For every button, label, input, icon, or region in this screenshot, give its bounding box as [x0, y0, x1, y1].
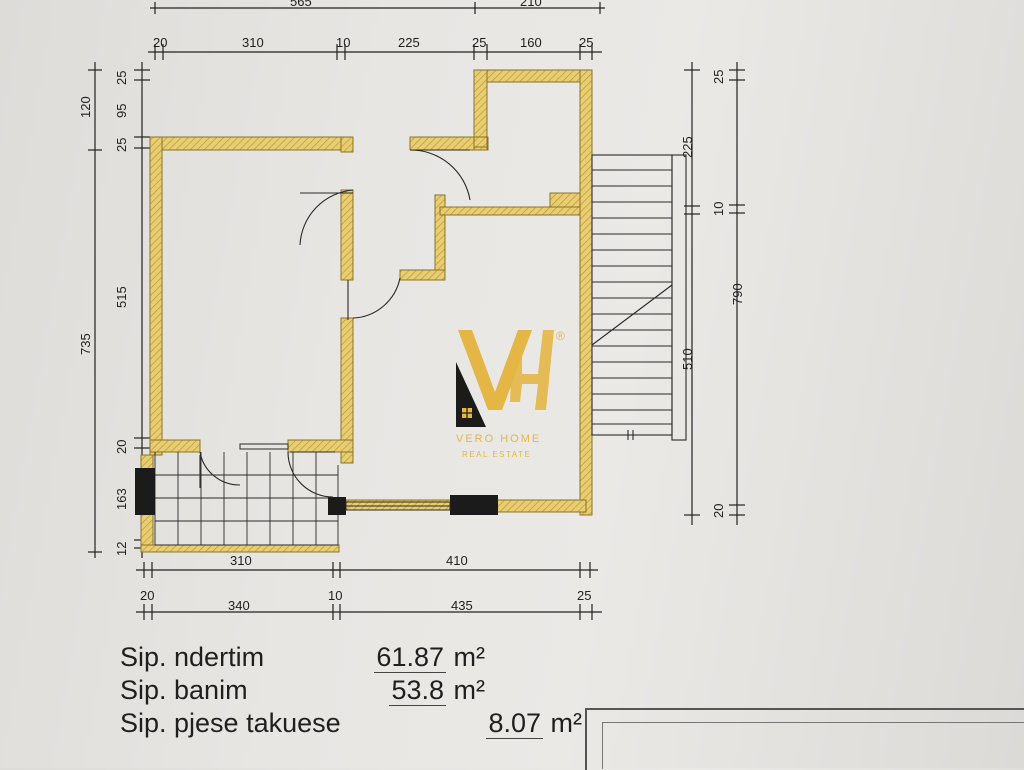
walls	[140, 69, 593, 553]
logo-h-mark	[510, 330, 554, 410]
dim-left-outer-2: 120	[78, 96, 93, 118]
area-label-pjese-takuese: Sip. pjese takuese	[120, 708, 341, 738]
dim-right-3: 10	[711, 202, 726, 216]
dim-left-inner-7: 12	[114, 542, 129, 556]
dim-right-5: 510	[680, 348, 695, 370]
vero-home-logo: ®	[456, 329, 565, 427]
dim-left-outer-1: 735	[78, 333, 93, 355]
area-value-ndertim: 61.87 m²	[374, 642, 485, 673]
dim-top-2: 310	[242, 35, 264, 50]
balcony-tiles	[154, 452, 339, 546]
dim-bottom-inner-1: 310	[230, 553, 252, 568]
dim-left-inner-4: 515	[114, 286, 129, 308]
dim-right-2: 225	[680, 136, 695, 158]
area-row-ndertim: Sip. ndertim 61.87 m²	[120, 642, 620, 675]
area-value-pjese-takuese: 8.07 m²	[486, 708, 582, 739]
dim-top-6: 160	[520, 35, 542, 50]
area-row-pjese-takuese: Sip. pjese takuese 8.07 m²	[120, 708, 620, 741]
dimension-lines	[88, 2, 745, 620]
dim-left-inner-2: 95	[114, 104, 129, 118]
area-summary: Sip. ndertim 61.87 m² Sip. banim 53.8 m²…	[120, 642, 620, 741]
dim-top-7: 25	[579, 35, 593, 50]
dim-right-1: 25	[711, 70, 726, 84]
dim-top-1: 20	[153, 35, 167, 50]
dim-bottom-outer-5: 25	[577, 588, 591, 603]
dim-left-inner-3: 25	[114, 138, 129, 152]
dim-left-inner-1: 25	[114, 71, 129, 85]
dimension-labels: 565 210 20 310 10 225 25 160 25 735 120 …	[78, 0, 745, 613]
dim-top-4: 225	[398, 35, 420, 50]
dim-bottom-outer-4: 435	[451, 598, 473, 613]
stairs	[591, 154, 687, 441]
dim-left-inner-5: 20	[114, 440, 129, 454]
dim-top-partial-1: 565	[290, 0, 312, 9]
windows	[239, 443, 451, 511]
dim-bottom-outer-1: 20	[140, 588, 154, 603]
logo-subtitle: REAL ESTATE	[462, 450, 532, 459]
dim-right-4: 790	[730, 283, 745, 305]
dim-top-5: 25	[472, 35, 486, 50]
title-block-inner-frame	[602, 722, 1024, 769]
pillars	[135, 468, 498, 515]
logo-name: VERO HOME	[456, 433, 542, 445]
logo-v-mark	[458, 330, 532, 410]
area-label-banim: Sip. banim	[120, 675, 248, 705]
logo-registered-mark: ®	[556, 329, 565, 343]
title-block-outer-frame	[585, 708, 1024, 770]
dim-top-3: 10	[336, 35, 350, 50]
dim-right-6: 20	[711, 504, 726, 518]
doors	[199, 149, 471, 498]
dim-top-partial-2: 210	[520, 0, 542, 9]
dim-bottom-outer-3: 10	[328, 588, 342, 603]
dim-left-inner-6: 163	[114, 488, 129, 510]
dim-bottom-inner-2: 410	[446, 553, 468, 568]
dim-bottom-outer-2: 340	[228, 598, 250, 613]
area-label-ndertim: Sip. ndertim	[120, 642, 265, 672]
area-value-banim: 53.8 m²	[389, 675, 485, 706]
area-row-banim: Sip. banim 53.8 m²	[120, 675, 620, 708]
